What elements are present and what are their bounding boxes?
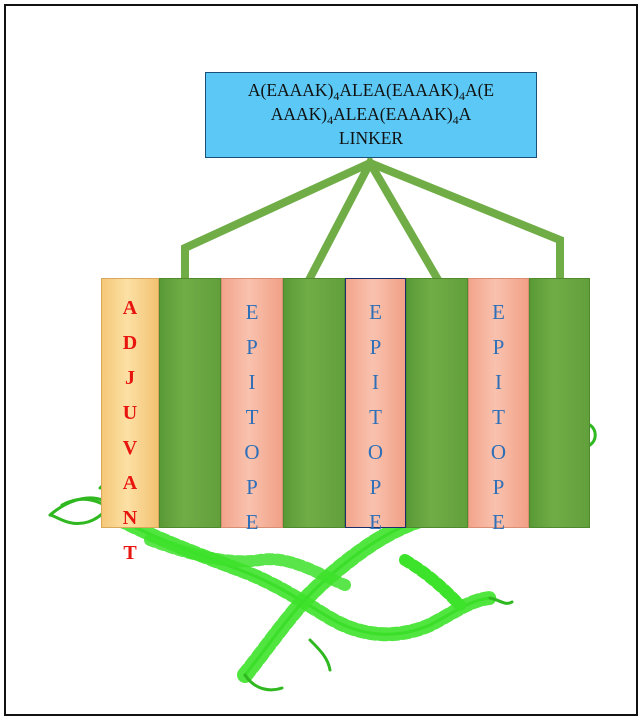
linker-segment-3 [406,278,468,528]
linker-sequence-line-2: AAAK)4ALEA(EAAAK)4A [270,104,472,127]
epitope-letter: P [492,335,505,359]
connector-linker-3 [364,157,443,284]
epitope-letter: P [246,335,258,359]
epitope-letter: P [369,335,382,359]
epitope-letter: P [369,475,382,499]
linker-sequence-line-1: A(EAAAK)4ALEA(EAAAK)4A(E [247,80,495,103]
epitope-letter: P [492,475,505,499]
linker-segment-1 [159,278,221,528]
epitope-letter: I [495,370,502,394]
epitope-letter: T [369,405,382,429]
epitope-letter: I [248,370,256,394]
epitope-letter: I [372,370,379,394]
epitope-letter: E [245,300,259,324]
connector-linker-2 [304,157,376,284]
epitope-letter: T [245,405,259,429]
epitope-letter: E [369,300,382,324]
epitope-letter: E [492,300,505,324]
epitope-segment-3: E P I T O P E [468,278,529,534]
adjuvant-letter: U [122,402,138,424]
adjuvant-letter: A [122,297,138,319]
epitope-letter: T [492,405,505,429]
linker-label: LINKER [338,128,404,148]
epitope-segment-2: E P I T O P E [345,278,406,534]
linker-label-box: A(EAAAK)4ALEA(EAAAK)4A(E AAAK)4ALEA(EAAA… [205,72,537,158]
adjuvant-letter: J [125,367,135,389]
linker-segment-2 [283,278,345,528]
adjuvant-letter: V [122,437,138,459]
epitope-letter: P [246,475,258,499]
epitope-segment-1: E P I T O P E [221,278,283,534]
epitope-letter: O [367,440,384,464]
linker-connectors [181,157,564,284]
adjuvant-letter: N [122,507,138,529]
epitope-letter: E [245,510,259,534]
adjuvant-letter: A [122,472,138,494]
adjuvant-segment: A D J U V A N T [101,278,159,564]
adjuvant-letter: T [123,542,137,564]
epitope-letter: O [490,440,507,464]
epitope-letter: E [492,510,505,534]
connector-linker-4 [364,157,564,284]
figure-frame [4,4,638,716]
connector-linker-1 [181,157,376,282]
epitope-letter: E [369,510,382,534]
adjuvant-letter: D [122,332,138,354]
linker-segment-4 [529,278,590,528]
epitope-letter: O [244,440,260,464]
